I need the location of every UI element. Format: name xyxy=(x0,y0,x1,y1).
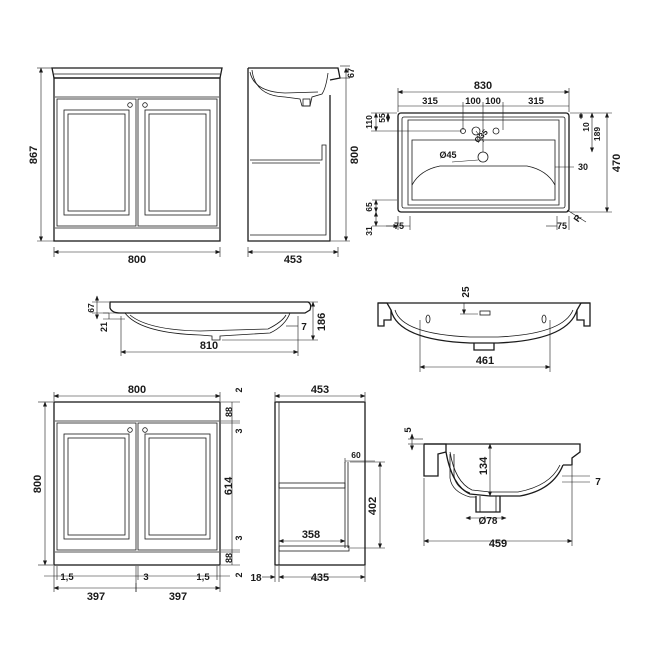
side-elevation-top: 800 67 453 xyxy=(247,65,361,266)
dim-186: 186 xyxy=(316,313,328,331)
dim-397-right: 397 xyxy=(169,591,187,603)
front-elevation-bottom: 800 800 2 88 3 614 3 88 2 1,5 3 1,5 397 … xyxy=(32,384,244,603)
basin-section-view: 25 461 xyxy=(377,286,591,372)
dim-189: 189 xyxy=(592,127,602,141)
dim-614: 614 xyxy=(223,476,235,495)
dim-461: 461 xyxy=(476,355,494,367)
dim-3-top: 3 xyxy=(234,428,244,433)
dim-830: 830 xyxy=(474,80,492,92)
dim-88-top: 88 xyxy=(224,407,234,417)
dim-dia-78: Ø78 xyxy=(479,516,498,527)
dim-397-left: 397 xyxy=(87,591,105,603)
dim-55: 55 xyxy=(377,113,387,123)
dim-7-basin: 7 xyxy=(301,322,307,333)
dim-radius: R xyxy=(572,212,584,223)
dim-7-detail: 7 xyxy=(595,477,601,488)
dim-67-basin: 67 xyxy=(86,303,96,313)
dim-88-bottom: 88 xyxy=(224,553,234,563)
dim-25: 25 xyxy=(461,286,472,298)
dim-3-mid: 3 xyxy=(143,572,148,583)
dim-75-left: 75 xyxy=(394,221,404,231)
dim-800-front: 800 xyxy=(128,254,146,266)
dim-75-right: 75 xyxy=(557,221,567,231)
dim-30: 30 xyxy=(578,162,588,172)
dim-315-right: 315 xyxy=(528,96,545,107)
dim-453-top: 453 xyxy=(284,254,302,266)
side-section-bottom: 453 60 402 358 18 435 xyxy=(250,384,385,584)
dim-3-bottom: 3 xyxy=(234,535,244,540)
dim-459: 459 xyxy=(489,538,507,550)
dim-1-5-right: 1,5 xyxy=(196,572,210,583)
dim-21: 21 xyxy=(99,322,109,332)
dim-2-bottom: 2 xyxy=(234,572,244,577)
dim-100-right: 100 xyxy=(485,96,501,107)
dim-10: 10 xyxy=(581,122,591,132)
dim-100-left: 100 xyxy=(465,96,481,107)
front-elevation-top: 867 800 xyxy=(28,67,223,266)
dim-800-bottom-height: 800 xyxy=(32,475,44,493)
basin-plan-view: 830 315 100 100 315 110 55 10 189 470 Ø4… xyxy=(364,80,623,236)
dim-402: 402 xyxy=(367,497,379,515)
dim-800-side: 800 xyxy=(349,146,361,164)
dim-2-top: 2 xyxy=(234,387,244,392)
dim-18: 18 xyxy=(250,573,262,584)
dim-1-5-left: 1,5 xyxy=(60,572,74,583)
dim-65: 65 xyxy=(364,202,374,212)
basin-side-view: 67 21 7 186 810 xyxy=(86,295,328,356)
dim-435: 435 xyxy=(311,572,329,584)
dim-67-side: 67 xyxy=(346,68,356,78)
dim-dia-35: Ø35 xyxy=(473,127,490,144)
dim-867: 867 xyxy=(28,146,40,164)
dim-315-left: 315 xyxy=(422,96,439,107)
dim-5: 5 xyxy=(403,427,414,433)
dim-60: 60 xyxy=(351,450,361,460)
dim-dia-45: Ø45 xyxy=(439,150,456,160)
dim-800-bottom-width: 800 xyxy=(128,384,146,396)
dim-453-bottom: 453 xyxy=(311,384,329,396)
dim-470: 470 xyxy=(611,154,623,172)
dim-31: 31 xyxy=(364,226,374,236)
dim-358: 358 xyxy=(302,529,320,541)
dim-110: 110 xyxy=(364,115,374,129)
dim-134: 134 xyxy=(478,456,490,475)
dim-810: 810 xyxy=(200,340,218,352)
basin-detail-section: 5 134 7 Ø78 459 xyxy=(403,427,601,550)
